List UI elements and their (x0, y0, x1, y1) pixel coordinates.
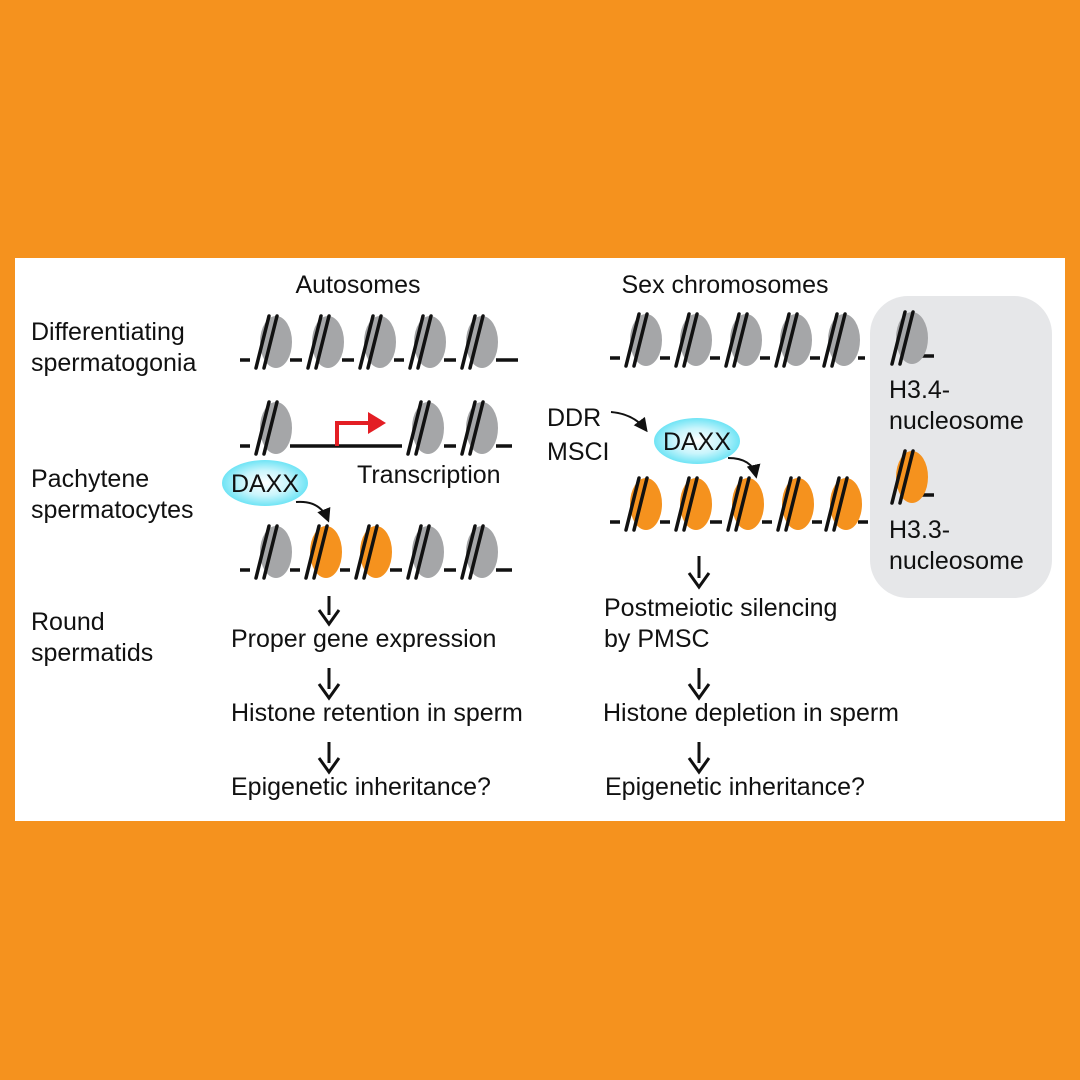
h34-nucleosome (408, 314, 446, 370)
autosome-chromatin-row2 (240, 400, 512, 456)
h33-nucleosome (624, 476, 662, 532)
daxx-bubble-sex (654, 418, 740, 464)
stage-round-l2: spermatids (31, 639, 153, 667)
h34-nucleosome (306, 314, 344, 370)
stage-differentiating-l1: Differentiating (31, 318, 185, 346)
sex-step-histone-depletion: Histone depletion in sperm (603, 699, 899, 727)
h34-nucleosome (254, 400, 292, 456)
h34-nucleosome (822, 312, 860, 368)
h33-nucleosome (354, 524, 392, 580)
h34-nucleosome (774, 312, 812, 368)
h33-nucleosome (824, 476, 862, 532)
h34-nucleosome (724, 312, 762, 368)
autosome-chromatin-row1 (240, 314, 518, 370)
daxx-deposition-arrow-autosomes (295, 500, 331, 523)
ddr-label: DDR (547, 404, 601, 432)
autosome-chromatin-row3 (240, 524, 512, 580)
stage-pachytene-l2: spermatocytes (31, 496, 194, 524)
sex-down-arrow (687, 742, 711, 775)
h34-nucleosome (674, 312, 712, 368)
h34-nucleosome (460, 524, 498, 580)
sex-down-arrow (687, 668, 711, 701)
autosome-step-histone-retention: Histone retention in sperm (231, 699, 523, 727)
daxx-bubble-autosomes (222, 460, 308, 506)
autosome-down-arrow (317, 596, 341, 627)
stage-differentiating-l2: spermatogonia (31, 349, 196, 377)
sex-chromatin-row1 (610, 312, 865, 368)
sex-step-epigenetic: Epigenetic inheritance? (605, 773, 865, 801)
h34-nucleosome-icon (890, 310, 928, 366)
h34-nucleosome (254, 314, 292, 370)
h34-nucleosome (624, 312, 662, 368)
h34-nucleosome (460, 314, 498, 370)
h34-nucleosome (406, 400, 444, 456)
daxx-label-sex: DAXX (663, 428, 731, 456)
autosome-down-arrow (317, 742, 341, 775)
legend-h33-symbol (890, 449, 934, 505)
legend-h34-l2: nucleosome (889, 407, 1024, 435)
h33-nucleosome (726, 476, 764, 532)
h33-nucleosome-icon (890, 449, 928, 505)
h33-nucleosome (776, 476, 814, 532)
autosome-step-gene-expression: Proper gene expression (231, 625, 496, 653)
h34-nucleosome (460, 400, 498, 456)
legend-h33-l2: nucleosome (889, 547, 1024, 575)
autosome-step-epigenetic: Epigenetic inheritance? (231, 773, 491, 801)
msci-label: MSCI (547, 438, 610, 466)
legend-box (870, 296, 1052, 598)
sex-down-arrow (687, 556, 711, 590)
legend-h34-symbol (890, 310, 934, 366)
autosome-down-arrow (317, 668, 341, 701)
sex-step-pmsc-l1: Postmeiotic silencing (604, 594, 837, 622)
sex-step-pmsc-l2: by PMSC (604, 625, 710, 653)
transcription-label: Transcription (357, 461, 501, 489)
h34-nucleosome (406, 524, 444, 580)
daxx-label-autosomes: DAXX (231, 470, 299, 498)
h33-nucleosome (674, 476, 712, 532)
sex-chromosomes-header: Sex chromosomes (621, 271, 828, 299)
h34-nucleosome (254, 524, 292, 580)
transcription-start-arrow (335, 412, 386, 446)
h34-nucleosome (358, 314, 396, 370)
ddr-msci-arrow (610, 411, 648, 433)
daxx-deposition-arrow-sex (727, 457, 761, 479)
legend-h33-l1: H3.3- (889, 516, 950, 544)
stage-round-l1: Round (31, 608, 105, 636)
legend-h34-l1: H3.4- (889, 376, 950, 404)
stage-pachytene-l1: Pachytene (31, 465, 149, 493)
sex-chromatin-row2 (610, 476, 868, 532)
autosomes-header: Autosomes (295, 271, 420, 299)
h33-nucleosome (304, 524, 342, 580)
